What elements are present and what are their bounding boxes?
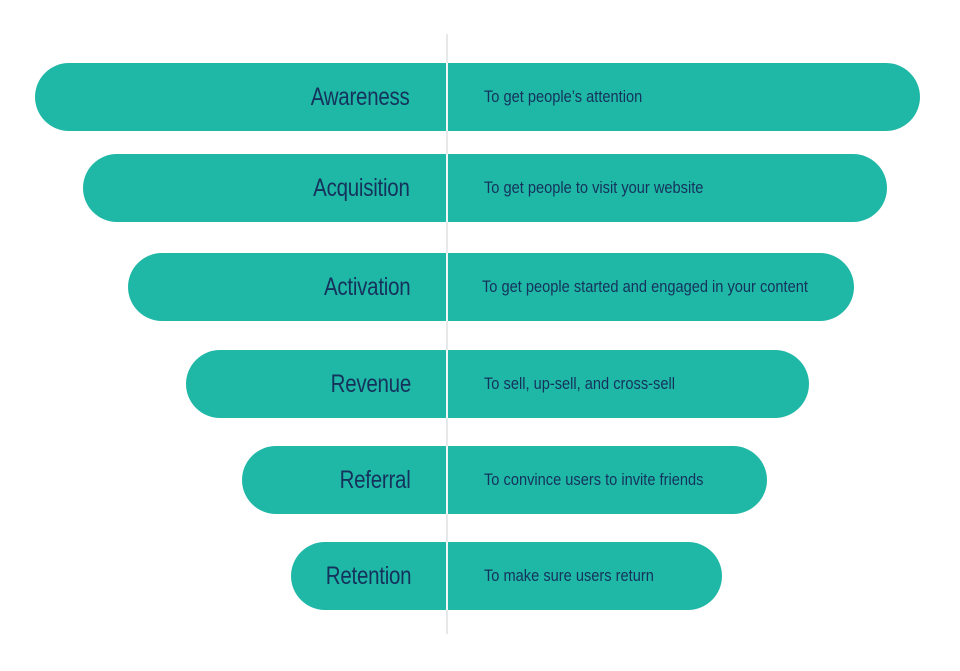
stage-divider: [446, 542, 448, 610]
stage-divider: [446, 446, 448, 514]
stage-description: To convince users to invite friends: [484, 470, 704, 489]
stage-retention: Retention To make sure users return: [291, 542, 722, 610]
stage-divider: [446, 253, 448, 321]
stage-name: Referral: [340, 466, 411, 494]
stage-description: To get people started and engaged in you…: [482, 277, 808, 296]
stage-divider: [446, 63, 448, 131]
stage-name: Acquisition: [313, 174, 411, 202]
stage-activation: Activation To get people started and eng…: [128, 253, 854, 321]
stage-divider: [446, 154, 448, 222]
stage-divider: [446, 350, 448, 418]
stage-revenue: Revenue To sell, up-sell, and cross-sell: [186, 350, 809, 418]
stage-description: To make sure users return: [484, 566, 654, 585]
stage-acquisition: Acquisition To get people to visit your …: [83, 154, 887, 222]
stage-referral: Referral To convince users to invite fri…: [242, 446, 767, 514]
stage-description: To get people to visit your website: [484, 178, 704, 197]
stage-description: To sell, up-sell, and cross-sell: [484, 374, 675, 393]
stage-awareness: Awareness To get people’s attention: [35, 63, 920, 131]
stage-description: To get people’s attention: [484, 87, 643, 106]
stage-name: Retention: [325, 562, 411, 590]
stage-name: Revenue: [330, 370, 412, 398]
stage-name: Awareness: [311, 83, 410, 111]
stage-name: Activation: [323, 273, 411, 301]
center-divider: [446, 34, 448, 634]
